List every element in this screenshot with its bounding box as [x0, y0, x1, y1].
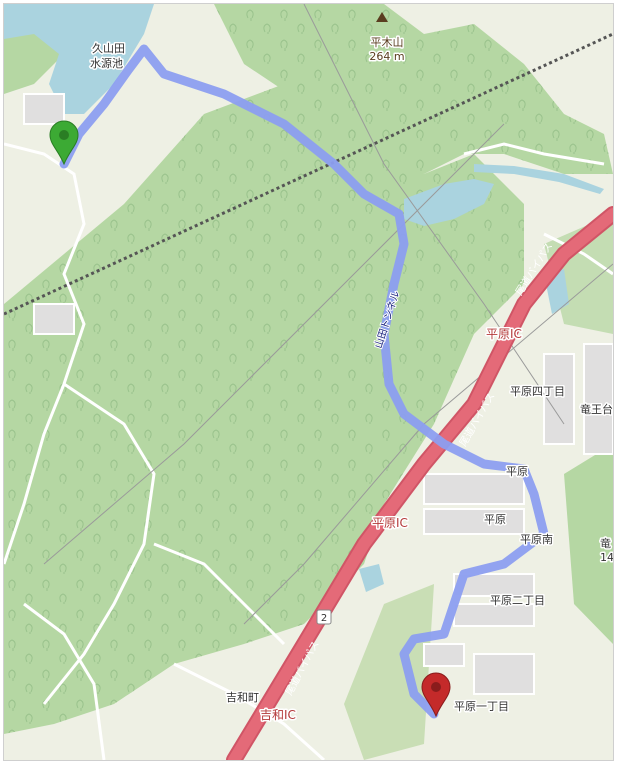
- yoshiwa-town-label: 吉和町: [226, 691, 259, 704]
- hirahara-1-label: 平原一丁目: [454, 700, 509, 713]
- route-line: [59, 44, 549, 719]
- pond-label-1: 久山田: [92, 42, 125, 55]
- hirahara-2-label: 平原二丁目: [490, 594, 545, 607]
- peak-elevation-label: 264 m: [369, 50, 404, 63]
- map-canvas[interactable]: 久山田 水源池 平木山 264 m 山田トンネル 尾道バイパス 尾道バイパス 尾…: [4, 4, 613, 760]
- hirahara-ic-label-1: 平原IC: [486, 327, 522, 341]
- bypass-highway: [226, 206, 613, 760]
- ryuodai-label: 竜王台: [580, 402, 613, 416]
- start-pin-icon[interactable]: [49, 120, 79, 166]
- residential-blocks: [23, 93, 613, 695]
- hirahara-label: 平原: [484, 513, 506, 526]
- minor-roads: [4, 142, 613, 760]
- water-bodies: [4, 4, 604, 592]
- edge-label-2: 14: [600, 551, 613, 564]
- forest-areas: [4, 4, 613, 760]
- pond-label-2: 水源池: [90, 56, 123, 70]
- peak-icon: [376, 12, 388, 22]
- end-pin-icon[interactable]: [421, 672, 451, 718]
- route-shield: 2: [316, 609, 332, 625]
- edge-label-1: 竜: [600, 536, 611, 550]
- power-lines: [4, 4, 613, 625]
- yoshiwa-ic-label: 吉和IC: [260, 708, 296, 722]
- hirahara-stop-label: 平原: [506, 465, 528, 478]
- map-frame[interactable]: 久山田 水源池 平木山 264 m 山田トンネル 尾道バイパス 尾道バイパス 尾…: [3, 3, 614, 761]
- hirahara-4-label: 平原四丁目: [510, 385, 565, 398]
- hirahara-minami-label: 平原南: [520, 533, 553, 546]
- hirahara-ic-label-2: 平原IC: [372, 516, 408, 530]
- peak-name-label: 平木山: [371, 36, 404, 49]
- route-number: 2: [321, 613, 327, 624]
